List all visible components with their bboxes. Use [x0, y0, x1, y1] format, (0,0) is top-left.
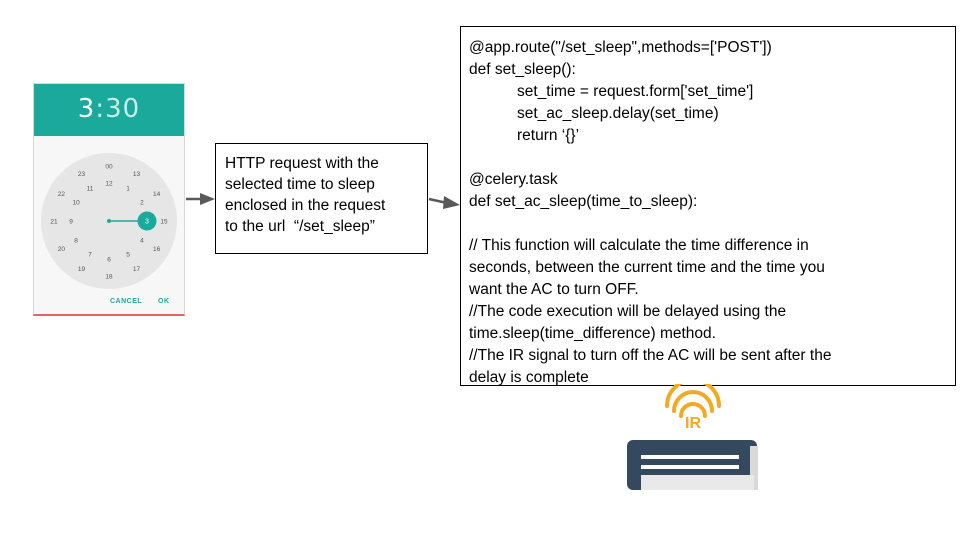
air-conditioner-unit-icon	[627, 440, 758, 490]
code-line: @app.route("/set_sleep",methods=['POST']…	[469, 39, 772, 56]
dial-outer-number[interactable]: 13	[133, 171, 141, 178]
time-separator: :	[95, 94, 106, 124]
dial-outer-number[interactable]: 18	[105, 274, 113, 281]
code-comment-line: delay is complete	[469, 369, 589, 386]
code-line: set_time = request.form['set_time']	[517, 83, 754, 100]
dial-inner-number[interactable]: 12	[105, 181, 113, 188]
hour-display[interactable]: 3	[77, 94, 96, 124]
ir-air-conditioner-icon: IR	[627, 384, 758, 490]
dial-outer-number[interactable]: 20	[58, 246, 66, 253]
dial-outer-number[interactable]: 19	[78, 266, 86, 273]
dial-outer-number[interactable]: 22	[58, 191, 66, 198]
picker-actions: CANCEL OK	[34, 298, 184, 312]
code-line: def set_sleep():	[469, 61, 576, 78]
http-box-line: selected time to sleep	[225, 176, 375, 193]
dial-inner-number[interactable]: 5	[126, 251, 130, 258]
code-comment-line: //The code execution will be delayed usi…	[469, 303, 787, 320]
code-line: return ‘{}’	[517, 127, 580, 144]
dial-inner-number[interactable]: 6	[107, 257, 111, 264]
cancel-button[interactable]: CANCEL	[110, 298, 143, 305]
arrow-request-to-code	[428, 196, 460, 209]
ok-button[interactable]: OK	[158, 298, 170, 305]
server-code-box: @app.route("/set_sleep",methods=['POST']…	[460, 26, 956, 386]
dial-inner-number[interactable]: 9	[69, 219, 73, 226]
dial-outer-number[interactable]: 17	[133, 266, 141, 273]
minute-display[interactable]: 30	[105, 94, 141, 124]
dial-inner-number[interactable]: 4	[140, 238, 144, 245]
code-comment-line: //The IR signal to turn off the AC will …	[469, 347, 832, 364]
selected-hour-knob[interactable]	[137, 211, 157, 231]
http-box-line: HTTP request with the	[225, 155, 379, 172]
dial-outer-number[interactable]: 00	[105, 164, 113, 171]
code-comment-line: seconds, between the current time and th…	[469, 259, 825, 276]
selected-hour-label: 3	[145, 219, 149, 226]
code-blank-line	[469, 147, 947, 169]
clock-center-dot	[107, 219, 111, 223]
ir-label: IR	[685, 415, 701, 432]
dial-inner-number[interactable]: 8	[74, 238, 78, 245]
code-blank-line	[469, 213, 947, 235]
code-comment-line: // This function will calculate the time…	[469, 237, 809, 254]
code-comment-line: want the AC to turn OFF.	[469, 281, 639, 298]
dial-inner-number[interactable]: 10	[72, 200, 80, 207]
code-line: def set_ac_sleep(time_to_sleep):	[469, 193, 698, 210]
code-comment-line: time.sleep(time_difference) method.	[469, 325, 716, 342]
dial-inner-number[interactable]: 7	[88, 251, 92, 258]
dial-outer-number[interactable]: 15	[160, 219, 168, 226]
dial-outer-number[interactable]: 23	[78, 171, 86, 178]
arrow-picker-to-request	[186, 193, 215, 205]
dial-outer-number[interactable]: 21	[50, 219, 58, 226]
dial-inner-number[interactable]: 1	[126, 186, 130, 193]
dial-outer-number[interactable]: 16	[153, 246, 161, 253]
ir-signal-icon	[665, 384, 721, 418]
code-line: set_ac_sleep.delay(set_time)	[517, 105, 719, 122]
dial-inner-number[interactable]: 2	[140, 200, 144, 207]
dial-outer-number[interactable]: 14	[153, 191, 161, 198]
selected-time-display[interactable]: 3:30	[34, 94, 184, 124]
code-line: @celery.task	[469, 171, 558, 188]
http-box-line: enclosed in the request	[225, 197, 386, 214]
time-picker-header: 3:30	[34, 84, 184, 136]
http-box-line: to the url “/set_sleep”	[225, 218, 375, 235]
dial-inner-number[interactable]: 11	[87, 186, 94, 193]
http-request-box: HTTP request with the selected time to s…	[215, 143, 428, 254]
